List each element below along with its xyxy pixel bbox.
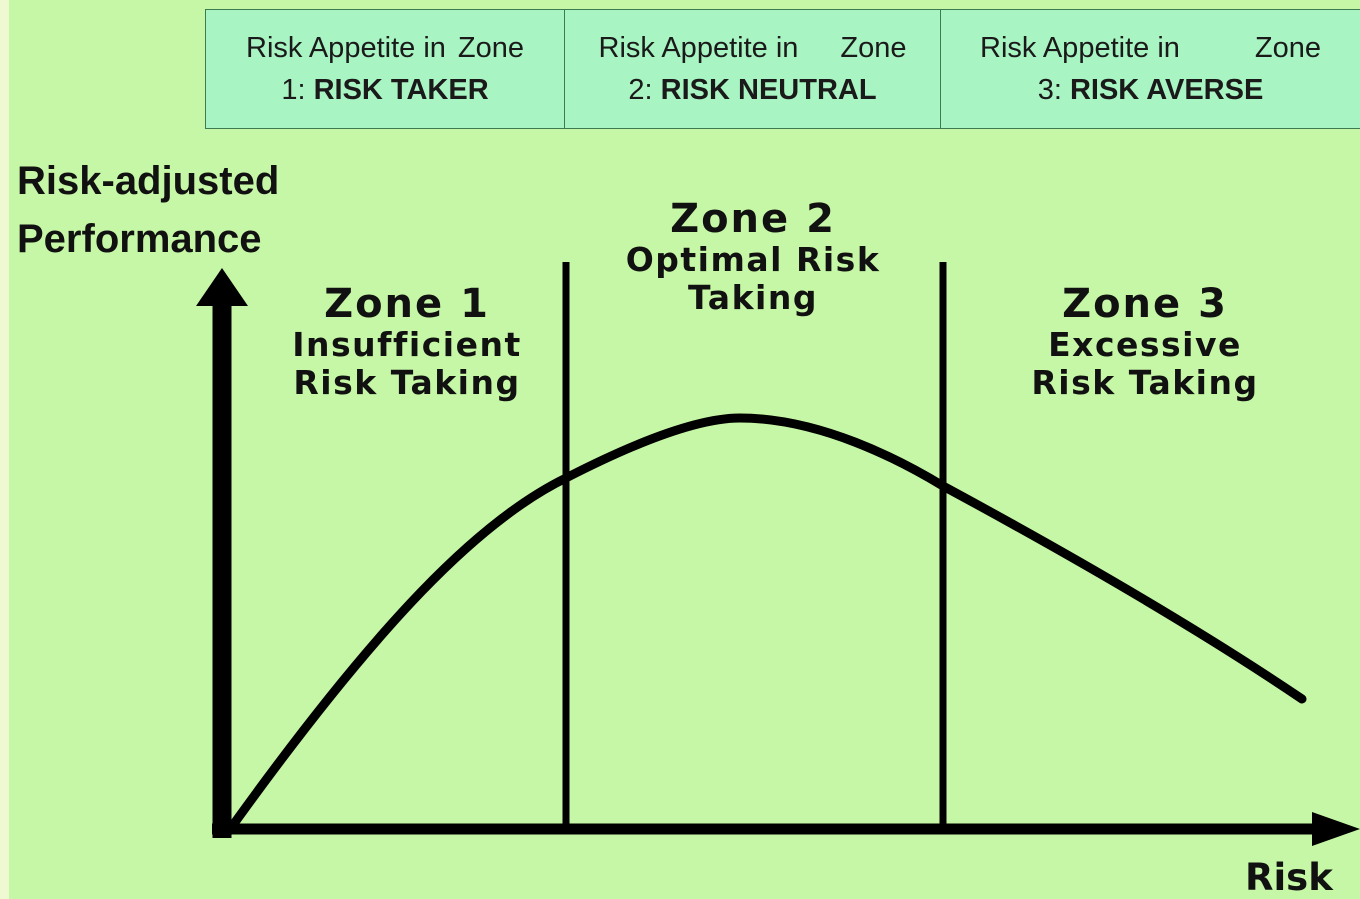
zone-2-title: Zone 2 [670, 196, 836, 242]
header-cell-zone-word: Zone [457, 31, 524, 64]
zone-2-label: Zone 2 Optimal Risk Taking [578, 197, 928, 317]
header-cell-zone-2: Risk Appetite in Zone 2: RISK NEUTRAL [565, 9, 941, 129]
zone-1-line-1: Insufficient [292, 325, 522, 364]
zone-3-line-2: Risk Taking [1031, 363, 1259, 402]
y-axis-title-line-1: Risk-adjusted [17, 159, 280, 203]
header-cell-label: Risk Appetite in [246, 31, 446, 64]
risk-appetite-header: Risk Appetite in Zone 1: RISK TAKER Risk… [205, 9, 1360, 129]
x-axis-arrowhead [1312, 812, 1360, 846]
y-axis-title-line-2: Performance [17, 217, 262, 261]
zone-3-line-1: Excessive [1048, 325, 1242, 364]
zone-3-title: Zone 3 [1062, 281, 1228, 327]
zone-1-title: Zone 1 [324, 281, 490, 327]
header-cell-label: Risk Appetite in [980, 31, 1180, 64]
left-edge-strip [0, 0, 9, 899]
header-cell-zone-1: Risk Appetite in Zone 1: RISK TAKER [205, 9, 565, 129]
risk-performance-curve [223, 413, 1307, 837]
header-cell-kind: RISK NEUTRAL [660, 74, 877, 106]
y-axis-title: Risk-adjusted Performance [17, 152, 279, 268]
header-cell-number: 2: [628, 74, 653, 106]
header-cell-number: 3: [1037, 74, 1062, 106]
zone-2-line-1: Optimal Risk [625, 240, 881, 279]
header-cell-zone-3: Risk Appetite in Zone 3: RISK AVERSE [941, 9, 1360, 129]
header-cell-label: Risk Appetite in [598, 31, 799, 64]
x-axis-title: Risk [1245, 856, 1333, 899]
header-cell-number: 1: [281, 74, 306, 106]
header-cell-zone-word: Zone [840, 31, 907, 64]
zone-2-line-2: Taking [688, 278, 818, 317]
zone-3-label: Zone 3 Excessive Risk Taking [985, 282, 1305, 402]
zone-1-label: Zone 1 Insufficient Risk Taking [252, 282, 562, 402]
header-cell-zone-word: Zone [1254, 31, 1321, 64]
zone-1-line-2: Risk Taking [293, 363, 521, 402]
y-axis-arrowhead [196, 268, 248, 306]
header-cell-kind: RISK TAKER [313, 74, 489, 106]
header-cell-kind: RISK AVERSE [1069, 74, 1264, 106]
